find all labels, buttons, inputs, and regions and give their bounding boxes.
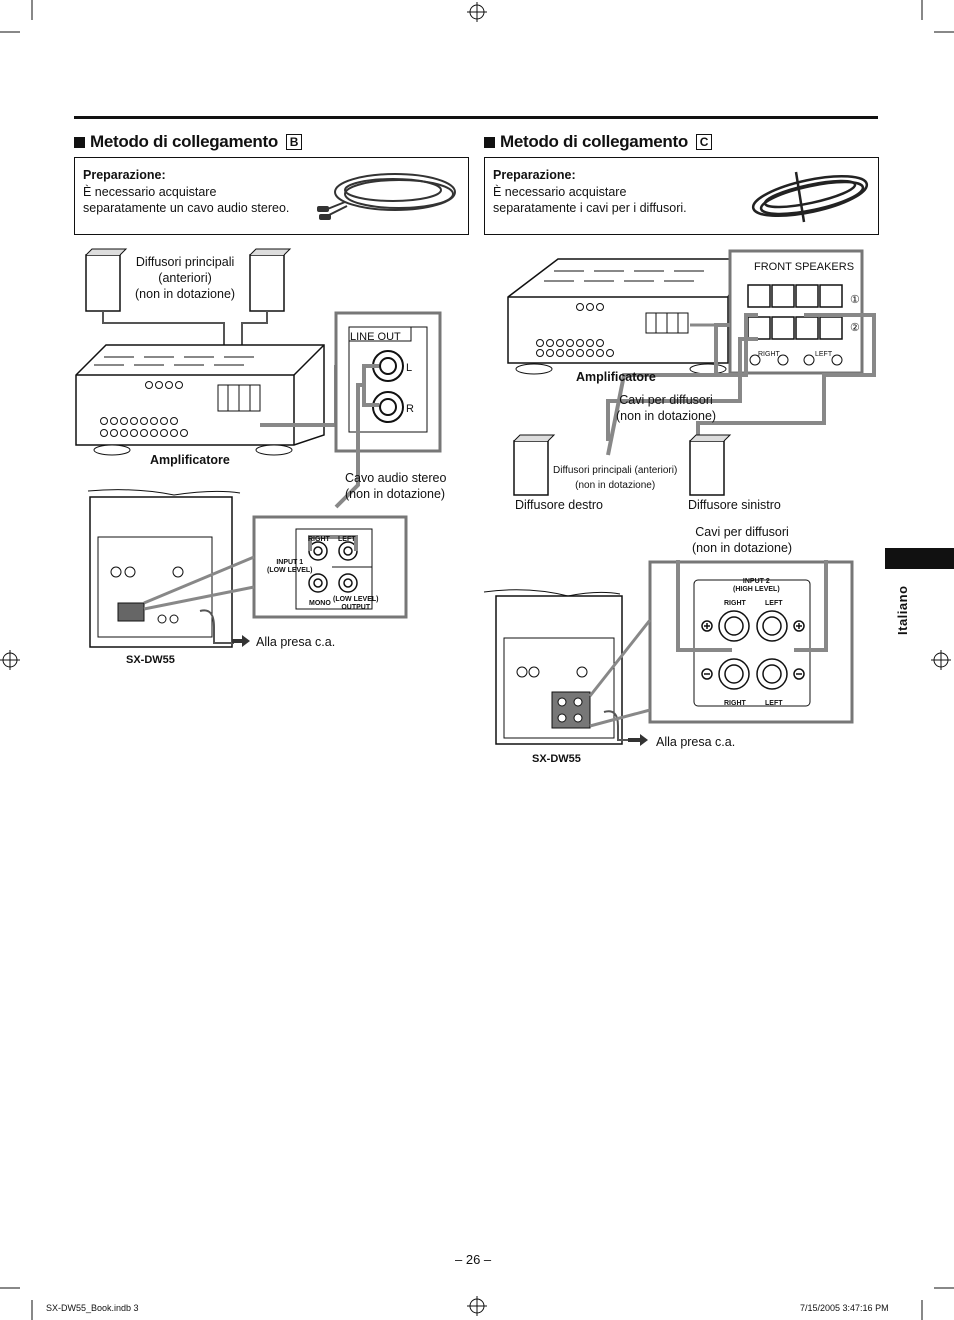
terminal-1-label: ① bbox=[850, 294, 860, 306]
speaker-cables-label: Cavi per diffusori (non in dotazione) bbox=[616, 393, 717, 423]
section-c-prep-box: Preparazione: È necessario acquistare se… bbox=[484, 157, 879, 235]
speaker-cables-label-2: Cavi per diffusori (non in dotazione) bbox=[692, 525, 793, 555]
speaker-right-b bbox=[249, 248, 292, 312]
left-label-b: LEFT bbox=[338, 536, 356, 543]
subwoofer-c bbox=[483, 560, 854, 746]
front-speakers-label: FRONT SPEAKERS bbox=[754, 261, 855, 273]
output-label: (LOW LEVEL) OUTPUT bbox=[333, 596, 379, 611]
input1-label: INPUT 1 (LOW LEVEL) bbox=[267, 559, 313, 574]
left-label-c-bottom: LEFT bbox=[765, 700, 783, 707]
registration-mark-left bbox=[0, 650, 20, 670]
section-b-diagram bbox=[75, 248, 442, 509]
mono-label: MONO bbox=[309, 600, 331, 607]
left-small-label: LEFT bbox=[815, 351, 833, 358]
right-label-c-bottom: RIGHT bbox=[724, 700, 746, 707]
speaker-left-b bbox=[85, 248, 128, 312]
right-speaker-label: Diffusore destro bbox=[515, 498, 604, 512]
rca-cable-icon bbox=[317, 173, 456, 220]
terminal-2-label: ② bbox=[850, 322, 860, 334]
left-label-c-top: LEFT bbox=[765, 600, 783, 607]
ac-outlet-label-b: Alla presa c.a. bbox=[256, 635, 336, 649]
registration-mark-top bbox=[467, 2, 487, 22]
jack-r-label: R bbox=[406, 403, 414, 415]
speaker-right-c bbox=[513, 434, 556, 496]
main-speakers-label-c: Diffusori principali (anteriori) (non in… bbox=[553, 465, 678, 491]
speaker-left-c bbox=[689, 434, 732, 496]
prep-text: Preparazione: È necessario acquistare se… bbox=[493, 168, 687, 215]
left-speaker-label: Diffusore sinistro bbox=[688, 498, 781, 512]
section-b-prep-box: Preparazione: È necessario acquistare se… bbox=[74, 157, 469, 235]
stereo-cable-label: Cavo audio stereo (non in dotazione) bbox=[345, 471, 447, 501]
bullet-square-icon bbox=[484, 136, 495, 148]
registration-mark-right bbox=[931, 650, 951, 670]
right-label-c-top: RIGHT bbox=[724, 600, 746, 607]
footer-file-name: SX-DW55_Book.indb 3 bbox=[46, 1303, 139, 1313]
amplifier-b bbox=[75, 344, 325, 456]
page-number: – 26 – bbox=[455, 1252, 492, 1267]
prep-text: Preparazione: È necessario acquistare se… bbox=[83, 168, 290, 215]
right-small-label: RIGHT bbox=[758, 351, 780, 358]
line-out-label: LINE OUT bbox=[350, 331, 401, 343]
bullet-square-icon bbox=[74, 136, 85, 148]
jack-l-label: L bbox=[406, 362, 413, 374]
language-tab-label: Italiano bbox=[895, 585, 910, 635]
top-rule bbox=[74, 116, 878, 119]
section-b-letter: B bbox=[285, 134, 302, 150]
amplifier-c bbox=[507, 258, 749, 375]
amplifier-label-b: Amplificatore bbox=[150, 453, 230, 467]
speaker-cable-icon bbox=[751, 171, 869, 223]
section-c-title: Metodo di collegamento C bbox=[484, 132, 712, 152]
section-c-diagram bbox=[507, 249, 876, 496]
model-label-b: SX-DW55 bbox=[126, 654, 175, 666]
input2-label: INPUT 2 (HIGH LEVEL) bbox=[733, 578, 780, 593]
amplifier-label-c: Amplificatore bbox=[576, 370, 656, 384]
section-c-letter: C bbox=[695, 134, 712, 150]
main-speakers-label-b: Diffusori principali (anteriori) (non in… bbox=[135, 255, 236, 301]
section-b-title: Metodo di collegamento B bbox=[74, 132, 302, 152]
language-tab-marker bbox=[885, 548, 954, 569]
footer-timestamp: 7/15/2005 3:47:16 PM bbox=[800, 1303, 889, 1313]
subwoofer-b bbox=[87, 489, 408, 648]
right-label-b: RIGHT bbox=[308, 536, 330, 543]
model-label-c: SX-DW55 bbox=[532, 753, 581, 765]
ac-outlet-label-c: Alla presa c.a. bbox=[656, 735, 736, 749]
registration-mark-bottom bbox=[467, 1296, 487, 1316]
